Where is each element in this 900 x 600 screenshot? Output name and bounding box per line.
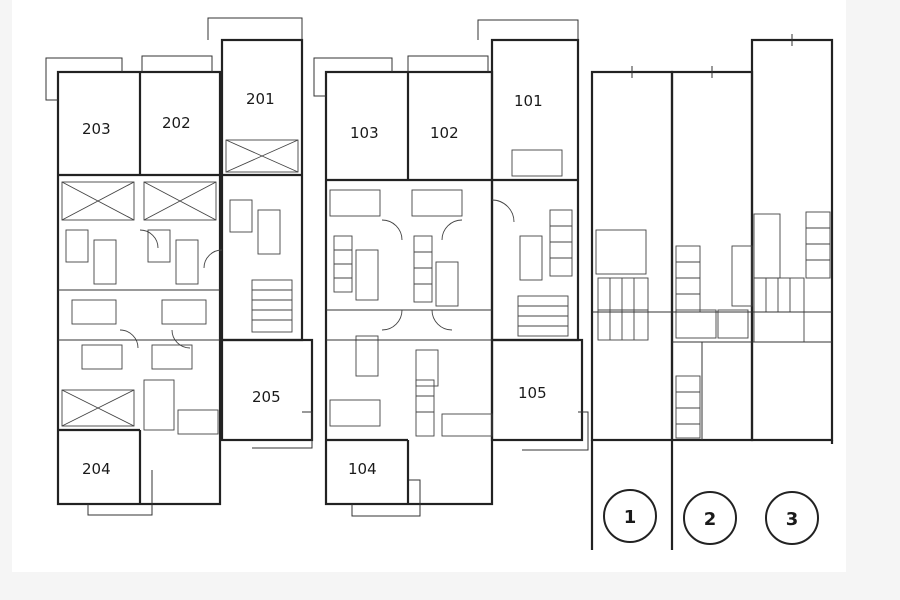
floor-plan-drawing: 203 202 201 205 204 103 102 101 105 104 … [45, 17, 834, 550]
balcony-205 [252, 411, 313, 449]
section-1-outline [590, 70, 674, 442]
unit-label-103: 103 [350, 124, 379, 142]
unit-label-101: 101 [514, 92, 543, 110]
section-marker-2: 2 [683, 491, 737, 545]
section-number-2: 2 [704, 509, 717, 530]
block-a-fixtures [58, 139, 299, 435]
unit-label-203: 203 [82, 120, 111, 138]
balcony-102 [407, 55, 489, 72]
section-3-outline [750, 38, 834, 442]
unit-label-102: 102 [430, 124, 459, 142]
section-circle-3 [765, 491, 819, 545]
balcony-101 [477, 19, 579, 40]
unit-201-outline [220, 38, 304, 342]
unit-101-outline [490, 38, 580, 342]
unit-205-outline [220, 338, 314, 442]
balcony-201 [207, 17, 303, 40]
unit-label-104: 104 [348, 460, 377, 478]
section-number-1: 1 [624, 507, 637, 528]
unit-105-outline [490, 338, 584, 442]
section-circle-2 [683, 491, 737, 545]
unit-label-204: 204 [82, 460, 111, 478]
block-c-fixtures [592, 211, 832, 440]
section-circle-1 [603, 489, 657, 543]
balcony-202 [141, 55, 213, 72]
section-2-outline [670, 70, 754, 442]
section-marker-1: 1 [603, 489, 657, 543]
balcony-203 [45, 57, 123, 101]
unit-label-201: 201 [246, 90, 275, 108]
unit-label-202: 202 [162, 114, 191, 132]
unit-label-105: 105 [518, 384, 547, 402]
block-b-fixtures [326, 149, 573, 437]
block-upper-floor [45, 17, 314, 516]
balcony-104 [351, 479, 421, 517]
balcony-105 [522, 411, 589, 451]
block-ground-floor [313, 19, 589, 517]
block-sections [590, 34, 834, 550]
balcony-204 [87, 470, 153, 516]
floor-plan-sheet: 203 202 201 205 204 103 102 101 105 104 … [12, 0, 846, 572]
section-number-3: 3 [786, 509, 799, 530]
balcony-103 [313, 57, 393, 97]
section-marker-3: 3 [765, 491, 819, 545]
unit-label-205: 205 [252, 388, 281, 406]
